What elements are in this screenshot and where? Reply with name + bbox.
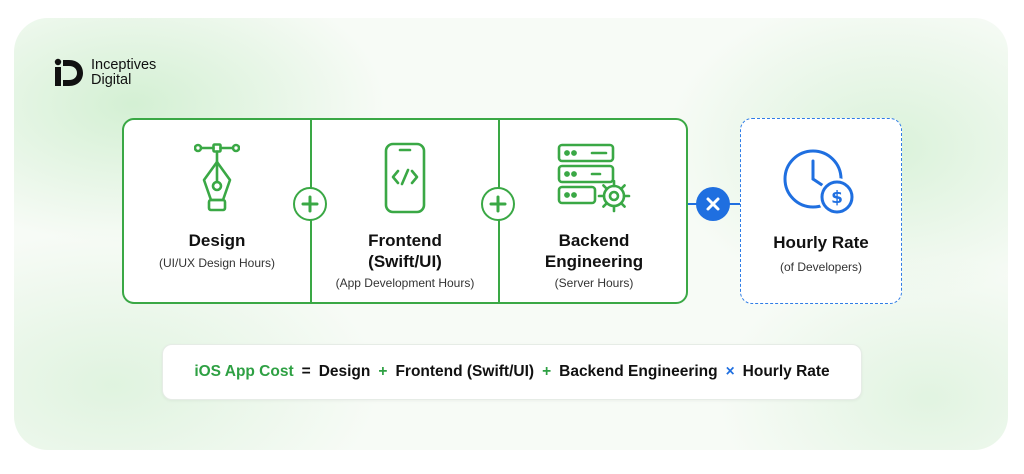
component-label: Design	[124, 230, 310, 251]
component-backend: Backend Engineering (Server Hours)	[500, 120, 688, 302]
component-label: Backend Engineering	[500, 230, 688, 272]
label-line: Engineering	[544, 252, 644, 271]
hourly-rate-box: $ Hourly Rate (of Developers)	[740, 118, 902, 304]
formula-bar: iOS App Cost = Design + Frontend (Swift/…	[162, 344, 862, 400]
component-label: Frontend (Swift/UI)	[312, 230, 498, 272]
brand-line-2: Digital	[91, 72, 132, 88]
multiply-icon	[706, 197, 720, 211]
formula-term-frontend: Frontend (Swift/UI)	[395, 363, 535, 380]
component-sub: (App Development Hours)	[335, 276, 475, 290]
label-line: (Swift/UI)	[368, 252, 442, 271]
cost-components-panel: Design (UI/UX Design Hours) Frontend (Sw…	[122, 118, 688, 304]
component-sub: (UI/UX Design Hours)	[158, 256, 276, 270]
formula-multiply: ×	[725, 363, 735, 380]
plus-operator	[293, 187, 327, 221]
brand-line-1: Inceptives	[91, 57, 157, 73]
rate-label: Hourly Rate	[773, 233, 869, 252]
formula-term-rate: Hourly Rate	[742, 363, 830, 380]
server-gear-icon	[557, 143, 631, 213]
formula-equals: =	[301, 363, 311, 380]
formula-plus: +	[542, 363, 552, 380]
svg-text:$: $	[831, 188, 843, 208]
rate-sub: (of Developers)	[779, 260, 863, 274]
connector-line	[729, 203, 741, 205]
component-sub: (Server Hours)	[554, 276, 634, 290]
brand-logo: Inceptives Digital	[52, 56, 156, 90]
label-line: Frontend	[368, 231, 442, 250]
plus-icon	[489, 195, 507, 213]
label-line: Backend	[558, 231, 630, 250]
brand-name: Inceptives Digital	[91, 58, 156, 88]
formula-term-backend: Backend Engineering	[559, 363, 718, 380]
component-frontend: Frontend (Swift/UI) (App Development Hou…	[312, 120, 498, 302]
smartphone-code-icon	[384, 142, 426, 214]
component-design: Design (UI/UX Design Hours)	[124, 120, 310, 302]
formula-plus: +	[378, 363, 388, 380]
clock-dollar-icon: $	[783, 149, 856, 216]
logo-mark-icon	[54, 58, 83, 86]
plus-icon	[301, 195, 319, 213]
label-line: Design	[188, 231, 246, 250]
formula-lhs: iOS App Cost	[194, 363, 294, 380]
multiply-operator	[696, 187, 730, 221]
connector-line	[688, 203, 698, 205]
pen-tool-icon	[194, 143, 240, 212]
plus-operator	[481, 187, 515, 221]
formula-term-design: Design	[318, 363, 371, 380]
